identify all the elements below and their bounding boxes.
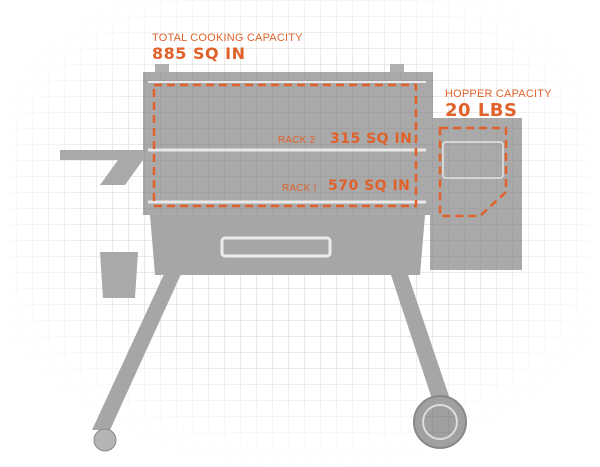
right-leg (390, 272, 452, 405)
hopper-outline (438, 126, 508, 218)
control-panel (442, 141, 504, 179)
left-leg (92, 272, 182, 430)
handle (220, 236, 332, 258)
grease-bucket (100, 252, 138, 298)
hopper-capacity-label: HOPPER CAPACITY (445, 88, 552, 100)
rack-2-value: 315 SQ IN (330, 131, 413, 147)
side-shelf (60, 150, 143, 185)
firebox (150, 215, 425, 275)
rack-2-label: RACK 2 (278, 135, 316, 146)
rack-1-value: 570 SQ IN (328, 178, 411, 194)
total-capacity-value: 885 SQ IN (152, 44, 246, 63)
rack-1-label: RACK I (282, 183, 317, 194)
caster-wheel (93, 428, 117, 452)
hopper-capacity-value: 20 LBS (445, 100, 518, 121)
total-capacity-label: TOTAL COOKING CAPACITY (152, 32, 303, 44)
cooking-area-outline (152, 83, 418, 208)
